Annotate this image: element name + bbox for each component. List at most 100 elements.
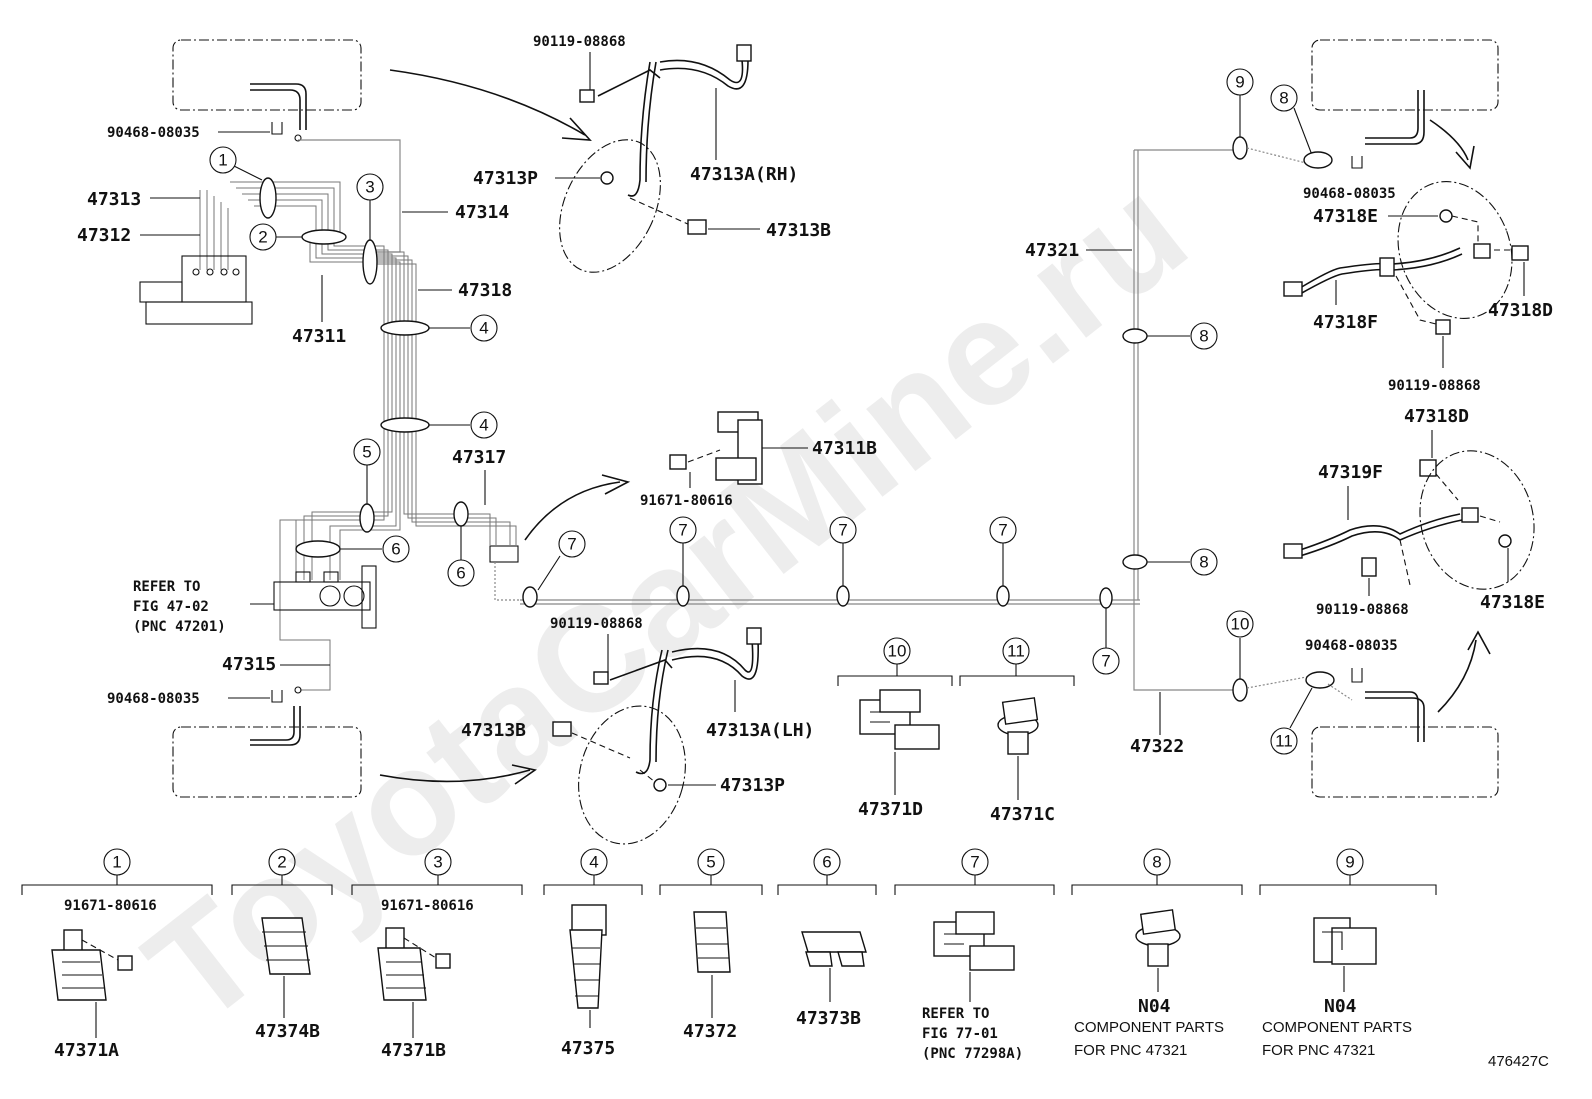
label-90468-08035-right-top: 90468-08035 [1303, 186, 1396, 202]
label-47318E-bottom: 47318E [1480, 592, 1545, 613]
label-47371D: 47371D [858, 799, 923, 820]
clip-77298A-icon [933, 911, 1015, 971]
legend-9-note-2: FOR PNC 47321 [1262, 1042, 1375, 1059]
legend-6-part: 47373B [796, 1008, 861, 1029]
wheel-outline-rear-right [1311, 726, 1499, 798]
detail-circle-rh-rear [1397, 181, 1513, 319]
wheel-outline-front-right [1311, 39, 1499, 111]
detail-circle-rh [559, 139, 661, 273]
label-90468-08035-right-bottom: 90468-08035 [1305, 638, 1398, 654]
clamp-47372-icon [693, 911, 731, 973]
clamp-7d [996, 585, 1010, 607]
clamp-3 [362, 239, 378, 285]
reservoir-lower [145, 301, 253, 325]
hose-rh [627, 61, 651, 197]
legend-5-num: 5 [706, 853, 715, 872]
callout-6-top-num: 6 [391, 540, 400, 559]
bracket-10 [837, 675, 953, 686]
legend-7-refer-2: FIG 77-01 [922, 1026, 998, 1042]
callout-1-num: 1 [218, 151, 227, 170]
junction-block [489, 545, 519, 563]
label-47311B: 47311B [812, 438, 877, 459]
label-47315: 47315 [222, 654, 276, 675]
clamp-47374B-icon [261, 917, 311, 975]
label-90468-08035-bottom: 90468-08035 [107, 691, 200, 707]
callout-7b: 7 [678, 521, 687, 540]
clip-47371D [859, 689, 940, 750]
arrow-curve-top [389, 69, 586, 136]
legend-6-num: 6 [822, 853, 831, 872]
callout-8b: 8 [1199, 553, 1208, 572]
clip-N04-8-icon [1135, 909, 1181, 967]
label-47318E-top: 47318E [1313, 206, 1378, 227]
figure-id: 476427C [1488, 1053, 1549, 1070]
callout-9: 9 [1235, 73, 1244, 92]
label-47317: 47317 [452, 447, 506, 468]
reservoir-base [139, 281, 183, 303]
hose-47319F [1299, 513, 1461, 551]
label-47313A-LH: 47313A(LH) [706, 720, 814, 741]
master-cylinder [273, 581, 371, 611]
legend-2-part: 47374B [255, 1021, 320, 1042]
label-47318D-top: 47318D [1488, 300, 1553, 321]
callout-4b [470, 411, 498, 439]
callout-4b-num: 4 [479, 416, 488, 435]
label-90468-08035-top: 90468-08035 [107, 125, 200, 141]
arrow-to-block [524, 481, 621, 541]
label-47311: 47311 [292, 326, 346, 347]
label-90119-08868-top: 90119-08868 [533, 34, 626, 50]
refer-left-2: FIG 47-02 [133, 599, 209, 615]
detail-circle-lh [578, 705, 686, 845]
legend-1-sub: 91671-80616 [64, 898, 157, 914]
bolt-47313B-bottom [552, 721, 572, 737]
clamp-2 [301, 229, 347, 245]
label-47313B-top: 47313B [766, 220, 831, 241]
clamp-9 [1232, 136, 1248, 160]
callout-7a: 7 [567, 535, 576, 554]
bolt-icon [579, 89, 595, 103]
clamp-47371A-icon [51, 929, 133, 1001]
clamp-4a [380, 320, 430, 336]
label-47318: 47318 [458, 280, 512, 301]
label-47322: 47322 [1130, 736, 1184, 757]
hose-47318F [1299, 247, 1461, 289]
wheel-outline-rear-left [172, 726, 362, 798]
callout-2-num: 2 [258, 228, 267, 247]
label-47371C: 47371C [990, 804, 1055, 825]
clamp-7e [1099, 587, 1113, 609]
clamp-7a [522, 586, 538, 608]
callout-7e: 7 [1101, 652, 1110, 671]
clamp-47375-icon [569, 904, 607, 1009]
callout-4a-num: 4 [479, 319, 488, 338]
brake-pipe-end-2 [250, 83, 307, 130]
clamp-10b [1232, 678, 1248, 702]
fitting-47313P [600, 171, 614, 185]
callout-11a: 11 [1007, 642, 1025, 661]
clamp-6 [453, 501, 469, 527]
fitting-47318D [1419, 459, 1437, 477]
legend-9-note-1: COMPONENT PARTS [1262, 1019, 1412, 1036]
legend-1-part: 47371A [54, 1040, 119, 1061]
label-47313B-bottom: 47313B [461, 720, 526, 741]
callout-3-num: 3 [365, 178, 374, 197]
label-91671-80616-mid: 91671-80616 [640, 493, 733, 509]
legend-4-part: 47375 [561, 1038, 615, 1059]
callout-11b: 11 [1275, 732, 1293, 751]
legend-5-part: 47372 [683, 1021, 737, 1042]
label-47314: 47314 [455, 202, 509, 223]
legend-3-num: 3 [433, 853, 442, 872]
brake-pipe-end [250, 89, 301, 130]
master-cylinder-flange [361, 565, 377, 629]
legend-7-refer-3: (PNC 77298A) [922, 1046, 1023, 1062]
callout-8c: 8 [1279, 89, 1288, 108]
legend-7-refer-1: REFER TO [922, 1006, 989, 1022]
clamp-7b [676, 585, 690, 607]
clamp-5 [359, 503, 375, 533]
callout-6-top [382, 535, 410, 563]
wheel-outline-front-left [172, 39, 362, 111]
label-47313P-bottom: 47313P [720, 775, 785, 796]
arrow-head-top [561, 117, 592, 141]
callout-7d: 7 [998, 521, 1007, 540]
